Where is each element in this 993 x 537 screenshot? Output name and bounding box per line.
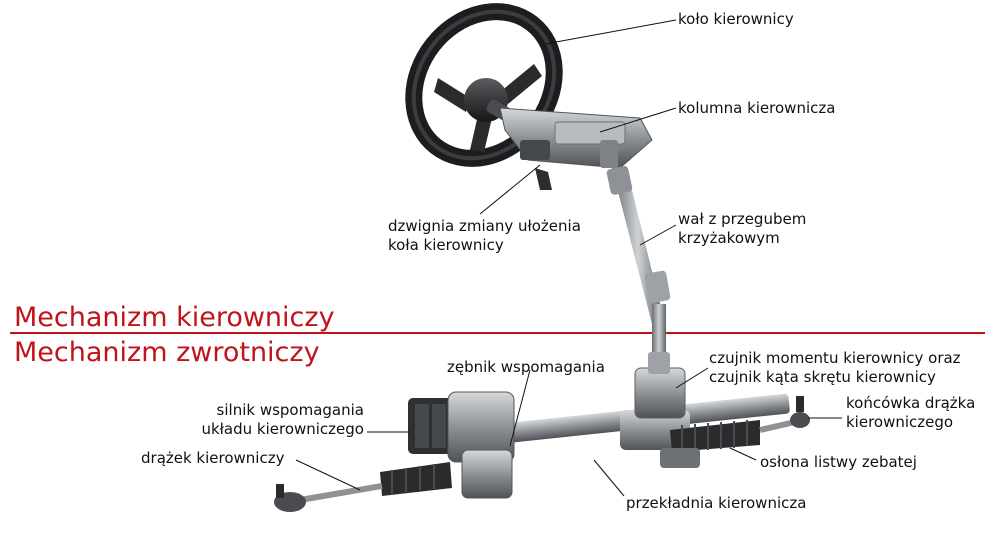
section-title-steering: Mechanizm kierowniczy [14,302,335,333]
leader-line-czujnik [675,367,709,389]
section-title-linkage: Mechanizm zwrotniczy [14,337,320,368]
label-kolumna-kierownicza: kolumna kierownicza [678,99,836,117]
intermediate-shaft-shape [606,166,671,364]
assist-motor-shape [408,391,515,499]
label-koncowka-line1: końcówka drążka [846,394,976,412]
label-dzwignia: dzwignia zmiany ułożenia koła kierownicy [388,217,581,255]
label-wal-line2: krzyżakowym [678,229,780,247]
label-oslona-listwy: osłona listwy zebatej [760,453,917,471]
label-dzwignia-line2: koła kierownicy [388,236,504,254]
leader-line-zebnik [509,369,531,447]
label-drazek-kierowniczy: drążek kierowniczy [141,449,285,467]
label-przekladnia-kierownicza: przekładnia kierownicza [626,494,807,512]
steering-column-shape [499,107,653,190]
leader-line-drazek [295,459,361,491]
steering-wheel-shape [405,3,563,167]
left-tie-rod-shape [274,462,452,512]
leader-line-przekladnia [593,459,625,497]
label-koncowka: końcówka drążka kierowniczego [846,394,975,432]
right-tie-rod-shape [759,396,810,433]
label-kolo-kierownicy: koło kierownicy [678,10,794,28]
label-czujnik: czujnik momentu kierownicy oraz czujnik … [709,349,961,387]
label-zebnik-wspomagania: zębnik wspomagania [447,358,605,376]
label-silnik-line1: silnik wspomagania [216,401,364,419]
steering-rack-shape [440,352,790,468]
leader-line-kolumna [599,107,677,133]
label-dzwignia-line1: dzwignia zmiany ułożenia [388,217,581,235]
label-wal: wał z przegubem krzyżakowym [678,210,806,248]
leader-line-dzwignia [479,164,541,215]
leader-line-kolo [544,19,677,45]
label-czujnik-line1: czujnik momentu kierownicy oraz [709,349,961,367]
leader-line-wal [639,224,677,246]
label-czujnik-line2: czujnik kąta skrętu kierownicy [709,368,936,386]
label-silnik-line2: układu kierowniczego [201,420,364,438]
leader-line-oslona [729,447,757,461]
label-silnik: silnik wspomagania układu kierowniczego [180,401,364,439]
label-koncowka-line2: kierowniczego [846,413,954,431]
label-wal-line1: wał z przegubem [678,210,807,228]
